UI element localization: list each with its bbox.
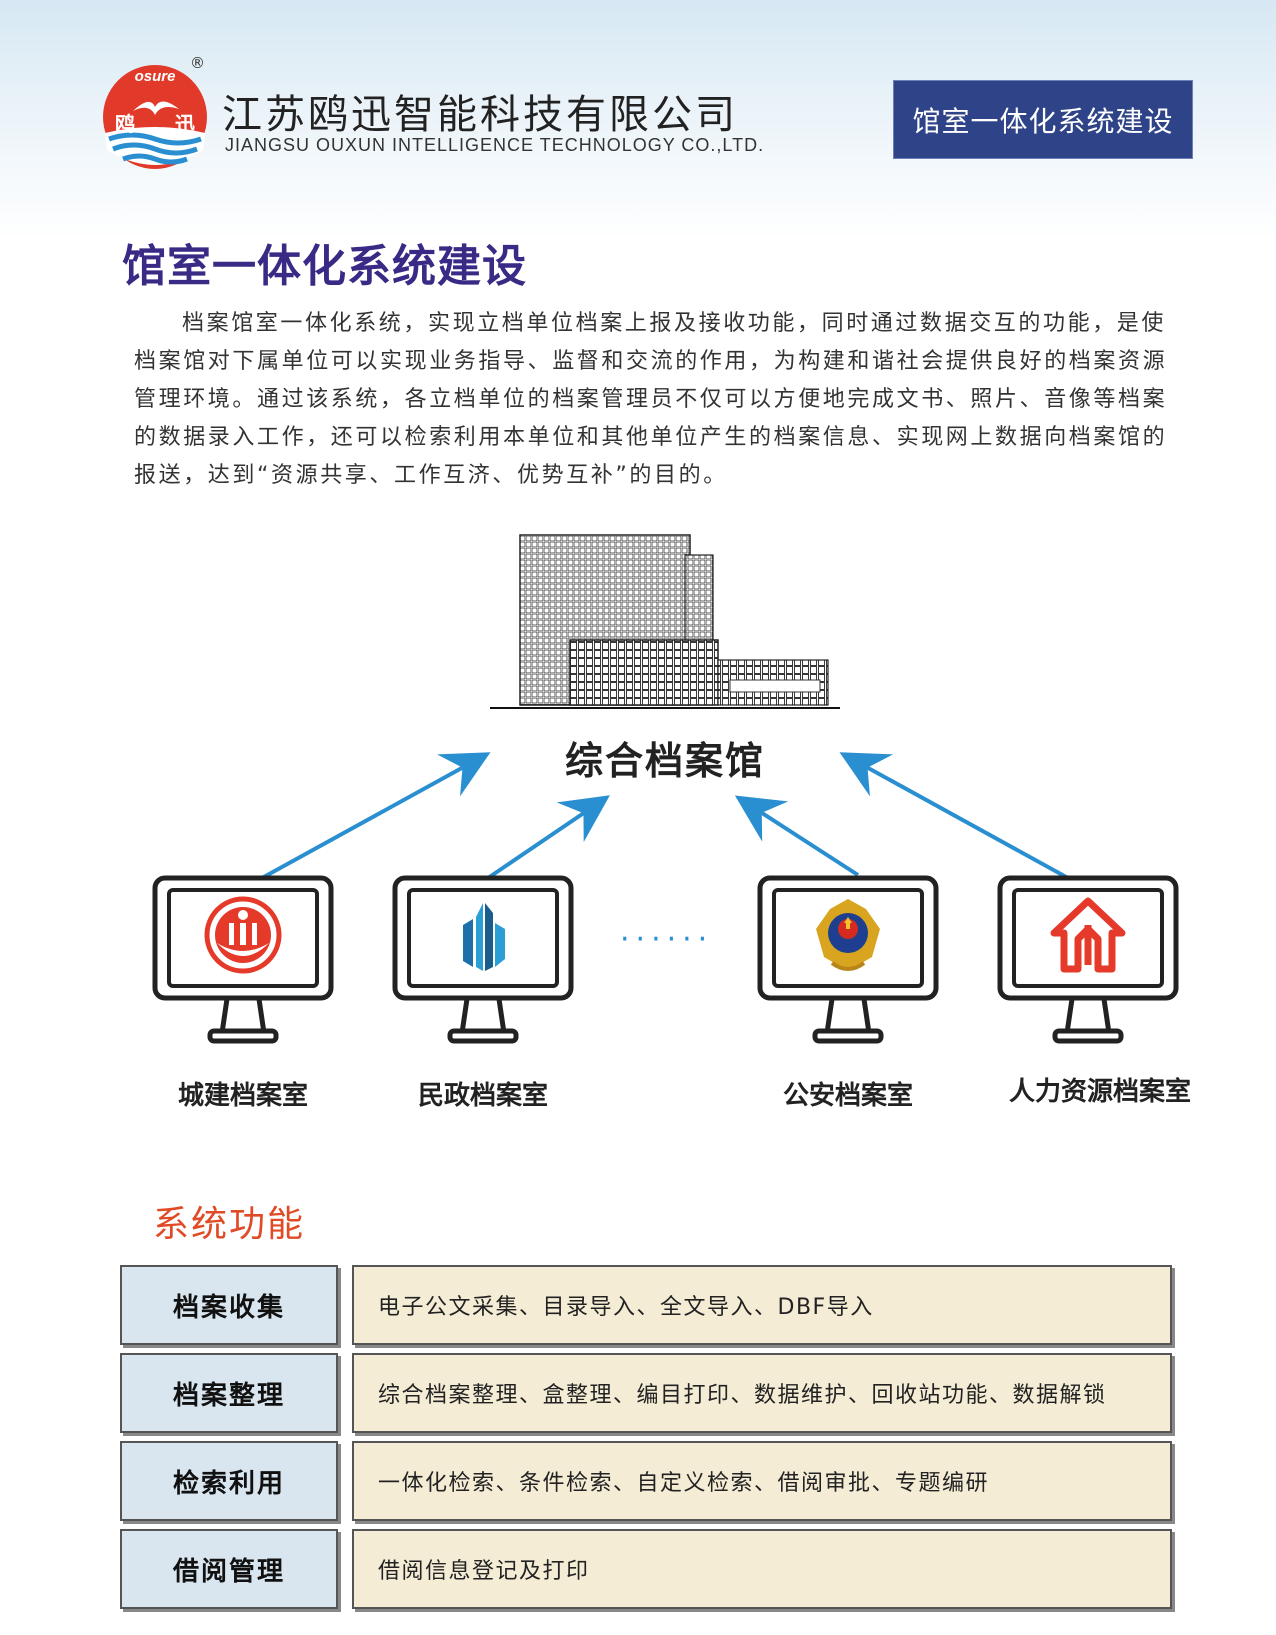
archive-building-image (490, 534, 840, 709)
logo-char-right: 迅 (175, 112, 195, 136)
intro-paragraph: 档案馆室一体化系统，实现立档单位档案上报及接收功能，同时通过数据交互的功能，是使… (134, 311, 1168, 488)
header-badge: 馆室一体化系统建设 (893, 80, 1193, 159)
urban-construction-icon (204, 896, 282, 974)
company-name-en: JIANGSU OUXUN INTELLIGENCE TECHNOLOGY CO… (225, 135, 765, 155)
civil-affairs-icon (463, 903, 505, 971)
human-resources-icon (1050, 897, 1126, 973)
monitor-public-security (757, 875, 939, 1051)
company-name-cn: 江苏鸥迅智能科技有限公司 (222, 92, 738, 138)
logo-char-left: 鸥 (115, 112, 135, 136)
police-emblem-icon (816, 899, 880, 971)
function-row: 检索利用 一体化检索、条件检索、自定义检索、借阅审批、专题编研 (120, 1441, 1175, 1525)
function-value: 综合档案整理、盒整理、编目打印、数据维护、回收站功能、数据解锁 (352, 1353, 1172, 1433)
page-title: 馆室一体化系统建设 (122, 241, 527, 292)
function-key: 借阅管理 (120, 1529, 338, 1609)
registered-mark: ® (190, 54, 205, 72)
monitor-urban-construction (152, 875, 334, 1051)
function-row: 借阅管理 借阅信息登记及打印 (120, 1529, 1175, 1613)
functions-title: 系统功能 (153, 1204, 306, 1245)
function-key: 检索利用 (120, 1441, 338, 1521)
logo-wordmark: osure (135, 68, 176, 85)
function-value: 电子公文采集、目录导入、全文导入、DBF导入 (352, 1265, 1172, 1345)
monitor-civil-affairs (392, 875, 574, 1051)
hub-label: 综合档案馆 (564, 739, 765, 783)
monitor-human-resources (997, 875, 1179, 1051)
company-logo: osure 鸥 迅 (103, 65, 207, 169)
function-row: 档案整理 综合档案整理、盒整理、编目打印、数据维护、回收站功能、数据解锁 (120, 1353, 1175, 1437)
dept-label-public-security: 公安档案室 (782, 1081, 913, 1111)
dept-label-urban-construction: 城建档案室 (177, 1081, 308, 1111)
function-value: 一体化检索、条件检索、自定义检索、借阅审批、专题编研 (352, 1441, 1172, 1521)
function-row: 档案收集 电子公文采集、目录导入、全文导入、DBF导入 (120, 1265, 1175, 1349)
function-key: 档案收集 (120, 1265, 338, 1345)
function-key: 档案整理 (120, 1353, 338, 1433)
dept-label-civil-affairs: 民政档案室 (417, 1081, 548, 1111)
connection-arrows (261, 752, 1069, 880)
more-departments-dots: ······ (620, 922, 714, 957)
dept-label-human-resources: 人力资源档案室 (1008, 1077, 1191, 1107)
function-value: 借阅信息登记及打印 (352, 1529, 1172, 1609)
